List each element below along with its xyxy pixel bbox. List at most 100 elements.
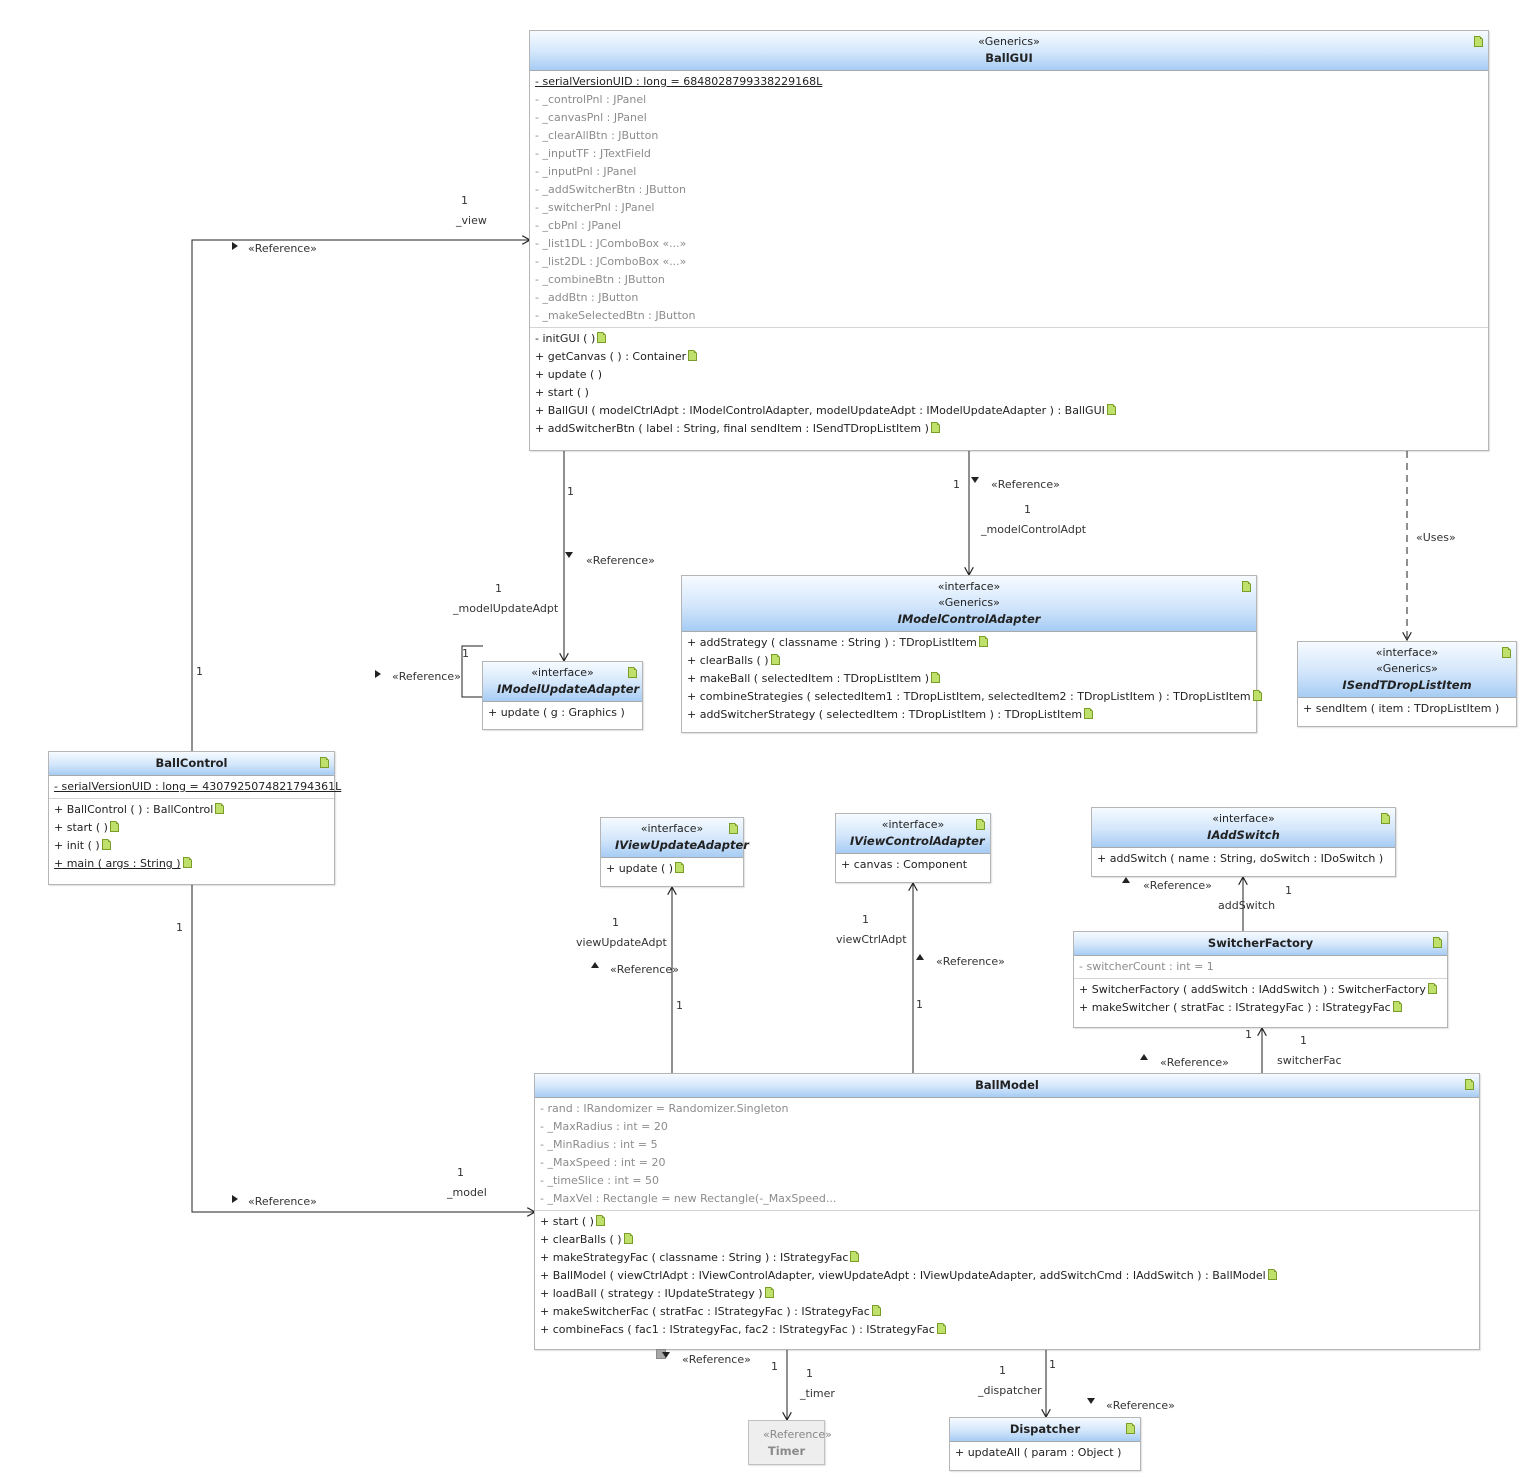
multiplicity-label: 1	[196, 665, 203, 678]
stereotype-label: «Generics»	[978, 35, 1040, 48]
operation-row: + addSwitch ( name : String, doSwitch : …	[1097, 852, 1384, 865]
stereotype-label: «Reference»	[610, 963, 679, 976]
direction-arrow-icon	[662, 1352, 670, 1358]
note-icon	[1433, 937, 1442, 948]
multiplicity-label: 1	[457, 1166, 464, 1179]
note-icon	[1474, 36, 1483, 47]
attributes-section: - serialVersionUID : long = 430792507482…	[49, 776, 342, 798]
operation-row: + makeBall ( selectedItem : TDropListIte…	[687, 670, 1251, 688]
operation-row: + update ( )	[535, 368, 603, 381]
operation-row: + sendItem ( item : TDropListItem )	[1303, 702, 1500, 715]
attribute-row: - serialVersionUID : long = 430792507482…	[54, 780, 342, 793]
operations-section: + canvas : Component	[836, 854, 990, 876]
note-icon	[930, 422, 940, 433]
class-name: IViewControlAdapter	[850, 834, 985, 848]
attribute-row: - _MaxSpeed : int = 20	[540, 1156, 666, 1169]
stereotype-label: «interface»	[531, 666, 594, 679]
stereotype-label: «Generics»	[938, 596, 1000, 609]
stereotype-label: «Reference»	[991, 478, 1060, 491]
attribute-row: - _makeSelectedBtn : JButton	[535, 309, 696, 322]
attribute-row: - _controlPnl : JPanel	[535, 93, 647, 106]
note-icon	[320, 757, 329, 768]
direction-arrow-icon	[971, 477, 979, 483]
multiplicity-label: 1	[1300, 1034, 1307, 1047]
role-label: _modelUpdateAdpt	[453, 602, 559, 615]
direction-arrow-icon	[565, 552, 573, 558]
note-icon	[1381, 813, 1390, 824]
operations-section: + SwitcherFactory ( addSwitch : IAddSwit…	[1074, 978, 1447, 1019]
class-timer[interactable]: «Reference» Timer	[748, 1420, 832, 1465]
class-isendtdroplistitem[interactable]: «interface» «Generics» ISendTDropListIte…	[1297, 641, 1517, 727]
note-icon	[1126, 1423, 1135, 1434]
class-imodelupdateadapter[interactable]: «interface» IModelUpdateAdapter + update…	[482, 661, 643, 730]
class-dispatcher[interactable]: Dispatcher + updateAll ( param : Object …	[949, 1417, 1141, 1471]
operation-row: + getCanvas ( ) : Container	[535, 348, 1483, 366]
note-icon	[1242, 581, 1251, 592]
note-icon	[597, 332, 607, 343]
stereotype-label: «interface»	[1212, 812, 1275, 825]
operation-row: - initGUI ( )	[535, 330, 1483, 348]
attributes-section: - rand : IRandomizer = Randomizer.Single…	[535, 1098, 1479, 1210]
operation-row: + canvas : Component	[841, 858, 968, 871]
direction-arrow-icon	[1140, 1054, 1148, 1060]
multiplicity-label: 1	[1049, 1358, 1056, 1371]
note-icon	[976, 819, 985, 830]
class-header: «interface» IViewUpdateAdapter	[601, 818, 749, 858]
class-header: SwitcherFactory	[1074, 932, 1447, 956]
class-iviewcontroladapter[interactable]: «interface» IViewControlAdapter + canvas…	[835, 813, 991, 883]
operations-section: - initGUI ( ) + getCanvas ( ) : Containe…	[530, 327, 1488, 440]
class-ballcontrol[interactable]: BallControl - serialVersionUID : long = …	[48, 751, 342, 885]
attribute-row: - _addSwitcherBtn : JButton	[535, 183, 686, 196]
class-header: «Generics» BallGUI	[530, 31, 1488, 71]
direction-arrow-icon	[1122, 877, 1130, 883]
note-icon	[770, 654, 780, 665]
note-icon	[688, 350, 698, 361]
class-header: «interface» «Generics» IModelControlAdap…	[682, 576, 1256, 632]
note-icon	[729, 823, 738, 834]
direction-arrow-icon	[916, 954, 924, 960]
operations-section: + start ( ) + clearBalls ( ) + makeStrat…	[535, 1210, 1479, 1341]
class-iviewupdateadapter[interactable]: «interface» IViewUpdateAdapter + update …	[600, 817, 749, 887]
class-imodelcontroladapter[interactable]: «interface» «Generics» IModelControlAdap…	[681, 575, 1262, 733]
role-label: _dispatcher	[978, 1384, 1042, 1397]
class-ballmodel[interactable]: BallModel - rand : IRandomizer = Randomi…	[534, 1073, 1480, 1350]
note-icon	[1427, 983, 1437, 994]
note-icon	[215, 803, 225, 814]
note-icon	[623, 1233, 633, 1244]
multiplicity-label: 1	[771, 1360, 778, 1373]
attribute-row: - _list1DL : JComboBox «...»	[535, 237, 687, 250]
class-header: «interface» IModelUpdateAdapter	[483, 662, 642, 702]
multiplicity-label: 1	[676, 999, 683, 1012]
class-iaddswitch[interactable]: «interface» IAddSwitch + addSwitch ( nam…	[1091, 807, 1396, 877]
stereotype-label: «Reference»	[392, 670, 461, 683]
note-icon	[1465, 1079, 1474, 1090]
stereotype-label: «Reference»	[1143, 879, 1212, 892]
operation-row: + init ( )	[54, 837, 329, 855]
class-name: BallModel	[975, 1078, 1039, 1092]
stereotype-label: «Reference»	[763, 1428, 832, 1441]
class-ballgui[interactable]: «Generics» BallGUI - serialVersionUID : …	[529, 30, 1489, 451]
note-icon	[1502, 647, 1511, 658]
direction-arrow-icon	[232, 242, 238, 250]
multiplicity-label: 1	[176, 921, 183, 934]
operation-row: + start ( )	[54, 819, 329, 837]
multiplicity-label: 1	[999, 1364, 1006, 1377]
stereotype-label: «Reference»	[1160, 1056, 1229, 1069]
direction-arrow-icon	[232, 1195, 238, 1203]
operations-section: + update ( g : Graphics )	[483, 702, 642, 724]
note-icon	[628, 667, 637, 678]
operation-row: + BallModel ( viewCtrlAdpt : IViewContro…	[540, 1267, 1474, 1285]
class-switcherfactory[interactable]: SwitcherFactory - switcherCount : int = …	[1073, 931, 1448, 1028]
stereotype-label: «interface»	[1375, 646, 1439, 659]
class-header: Dispatcher	[950, 1418, 1140, 1442]
class-name: IViewUpdateAdapter	[615, 838, 749, 852]
operation-row: + addSwitcherStrategy ( selectedItem : T…	[687, 706, 1251, 724]
class-name: BallControl	[155, 756, 228, 770]
operations-section: + BallControl ( ) : BallControl + start …	[49, 798, 334, 875]
multiplicity-label: 1	[495, 582, 502, 595]
edge-ballcontrol-ballgui	[191, 240, 530, 751]
attribute-row: - switcherCount : int = 1	[1079, 960, 1214, 973]
attribute-row: - _list2DL : JComboBox «...»	[535, 255, 687, 268]
edge-ballcontrol-ballmodel	[191, 885, 535, 1212]
multiplicity-label: 1	[806, 1367, 813, 1380]
